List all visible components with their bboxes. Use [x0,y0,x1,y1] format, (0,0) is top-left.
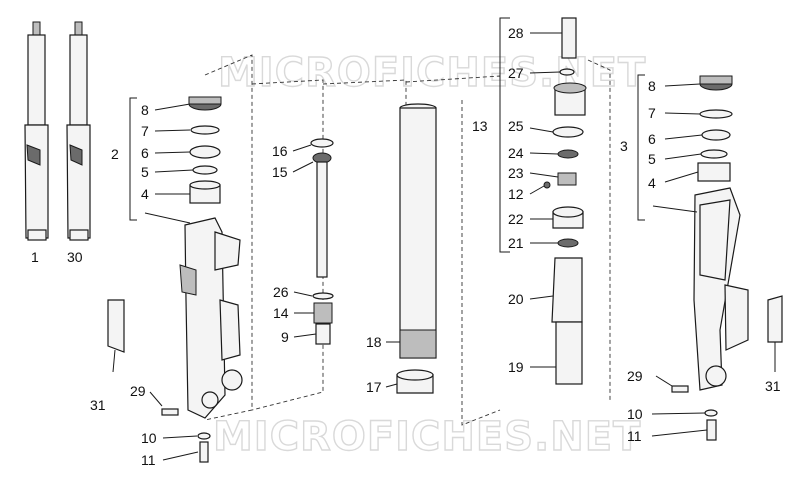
callout-6-left: 6 [141,145,149,161]
left-bolt-29 [161,408,179,416]
callout-8-left: 8 [141,102,149,118]
callout-2: 2 [111,146,119,162]
callout-4-right: 4 [648,175,656,191]
callout-19: 19 [508,359,524,375]
callout-6-right: 6 [648,131,656,147]
left-bolt-11 [199,441,209,463]
callout-20: 20 [508,291,524,307]
callout-29-left: 29 [130,383,146,399]
callout-8-right: 8 [648,78,656,94]
inner-tube [396,103,437,394]
callout-26: 26 [273,284,289,300]
damper-rod-parts [310,138,334,345]
fork-assembly-30 [66,21,91,241]
callout-14: 14 [273,305,289,321]
callout-24: 24 [508,145,524,161]
callout-25: 25 [508,118,524,134]
callout-3: 3 [620,138,628,154]
watermark-bottom: MICROFICHES.NET [213,414,641,460]
leader-lines [112,32,776,461]
cartridge-parts [543,17,587,385]
callout-5-left: 5 [141,164,149,180]
fork-assembly-1 [24,21,49,241]
callout-12: 12 [508,186,524,202]
group-2-bracket [129,97,137,221]
callout-30: 30 [67,249,83,265]
callout-7-right: 7 [648,105,656,121]
right-seal-stack [697,75,733,182]
left-washer-10 [197,432,211,440]
callout-21: 21 [508,235,524,251]
callout-5-right: 5 [648,151,656,167]
left-fork-slider [179,217,243,419]
callout-23: 23 [508,165,524,181]
callout-29-right: 29 [627,368,643,384]
right-washer-10 [704,409,718,417]
callout-16: 16 [272,143,288,159]
group-13-bracket [499,17,510,253]
callout-4-left: 4 [141,186,149,202]
callout-31-left: 31 [90,397,106,413]
right-reflector-31 [767,295,783,343]
callout-17: 17 [366,379,382,395]
callout-labels: 1 30 8 7 2 6 5 4 31 29 10 11 16 15 26 14… [31,25,781,468]
callout-15: 15 [272,164,288,180]
callout-11-left: 11 [141,452,156,468]
callout-27: 27 [508,65,524,81]
callout-7-left: 7 [141,123,149,139]
right-fork-slider [693,187,749,391]
callout-18: 18 [366,334,382,350]
group-3-bracket [637,74,645,221]
callout-10-right: 10 [627,406,643,422]
callout-1: 1 [31,249,39,265]
left-reflector-31 [107,299,125,353]
callout-31-right: 31 [765,378,781,394]
callout-13: 13 [472,118,488,134]
left-seal-stack [188,96,222,204]
callout-22: 22 [508,211,524,227]
callout-9: 9 [281,329,289,345]
callout-10-left: 10 [141,430,157,446]
callout-28: 28 [508,25,524,41]
right-bolt-11 [706,419,717,441]
right-bolt-29 [671,385,689,393]
callout-11-right: 11 [627,428,642,444]
